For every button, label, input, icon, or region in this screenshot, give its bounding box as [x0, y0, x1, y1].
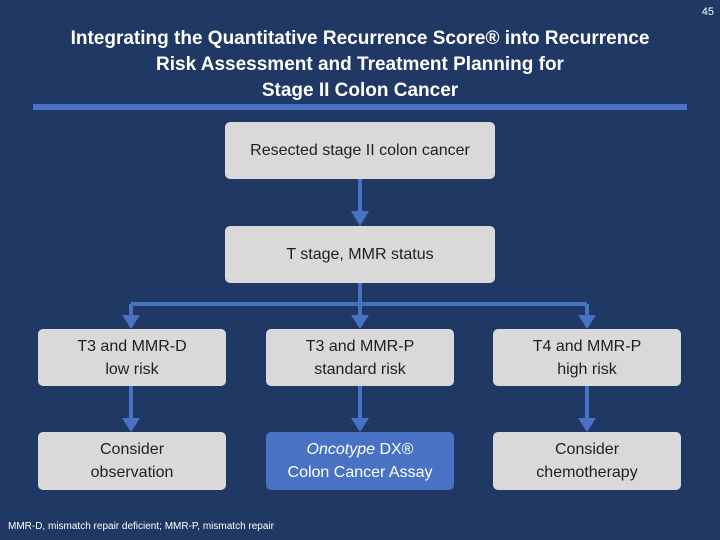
arrowhead-assay — [351, 418, 369, 432]
box-consider-observation-line-2: observation — [90, 464, 174, 481]
box-standard-risk-line-2: standard risk — [314, 360, 406, 378]
box-standard-risk: T3 and MMR-P standard risk — [266, 329, 454, 386]
box-consider-observation: Consider observation — [38, 432, 226, 490]
title-underline — [33, 104, 687, 110]
box-high-risk: T4 and MMR-P high risk — [493, 329, 681, 386]
arrowhead-low-risk — [122, 315, 140, 329]
box-oncotype-dx-assay: Oncotype DX® Colon Cancer Assay — [266, 432, 454, 490]
box-standard-risk-line-1: T3 and MMR-P — [305, 337, 415, 355]
arrowhead-chemotherapy — [578, 418, 596, 432]
page-number: 45 — [701, 6, 714, 18]
arrowhead-assess — [351, 211, 369, 226]
box-high-risk-line-1: T4 and MMR-P — [532, 337, 642, 355]
box-t-stage-mmr: T stage, MMR status — [225, 226, 495, 283]
box-oncotype-dx-line-2: Colon Cancer Assay — [287, 464, 433, 481]
arrowhead-high-risk — [578, 315, 596, 329]
oncotype-italic: Oncotype — [306, 441, 375, 458]
box-resected-stage-ii: Resected stage II colon cancer — [225, 122, 495, 179]
box-low-risk: T3 and MMR-D low risk — [38, 329, 226, 386]
box-resected-stage-ii-label: Resected stage II colon cancer — [250, 142, 470, 159]
box-consider-observation-line-1: Consider — [99, 441, 165, 458]
slide-title: Integrating the Quantitative Recurrence … — [20, 26, 700, 104]
box-oncotype-dx-line-1: Oncotype DX® — [307, 438, 414, 461]
footnote: MMR-D, mismatch repair deficient; MMR-P,… — [8, 521, 274, 532]
box-high-risk-line-2: high risk — [557, 360, 617, 378]
box-consider-chemotherapy-line-1: Consider — [554, 441, 620, 458]
title-line-1: Integrating the Quantitative Recurrence … — [70, 28, 650, 49]
box-low-risk-line-1: T3 and MMR-D — [77, 337, 187, 355]
box-low-risk-line-2: low risk — [105, 360, 159, 378]
oncotype-dx-suffix: DX® — [375, 441, 414, 458]
arrowhead-standard-risk — [351, 315, 369, 329]
box-consider-chemotherapy-line-2: chemotherapy — [536, 464, 638, 481]
title-line-3: Stage II Colon Cancer — [261, 80, 459, 101]
box-t-stage-mmr-label: T stage, MMR status — [286, 246, 434, 263]
title-line-2: Risk Assessment and Treatment Planning f… — [156, 54, 564, 75]
arrowhead-observation — [122, 418, 140, 432]
box-consider-chemotherapy: Consider chemotherapy — [493, 432, 681, 490]
